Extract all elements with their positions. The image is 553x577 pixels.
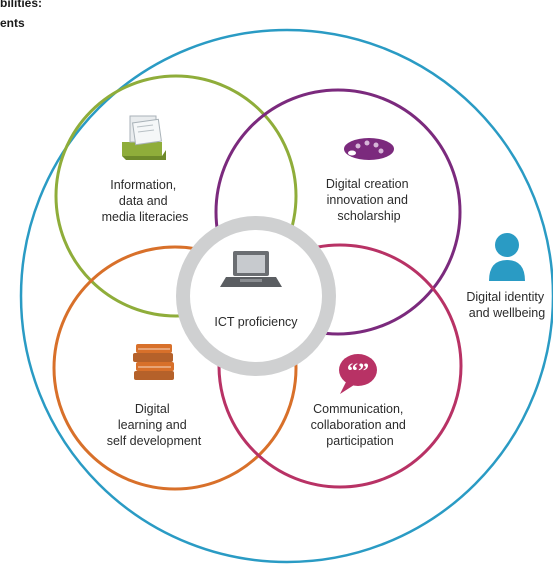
identity-label-line-2: and wellbeing bbox=[469, 306, 545, 320]
palette-icon bbox=[344, 138, 394, 160]
information-label-line-2: data and bbox=[119, 194, 168, 208]
information-label-line-1: Information, bbox=[110, 178, 176, 192]
communication-label-line-1: Communication, bbox=[313, 402, 403, 416]
communication-label-line-3: participation bbox=[326, 434, 393, 448]
center-disc bbox=[190, 230, 322, 362]
circle-learning bbox=[52, 245, 298, 491]
person-icon bbox=[489, 233, 525, 281]
laptop-icon bbox=[220, 251, 282, 287]
identity-label-line-1: Digital identity bbox=[466, 290, 545, 304]
heading-line-2: ents bbox=[0, 16, 25, 30]
outer-circle bbox=[19, 28, 553, 564]
information-label-line-3: media literacies bbox=[102, 210, 189, 224]
creation-label-line-3: scholarship bbox=[337, 209, 400, 223]
creation-label-line-1: Digital creation bbox=[326, 177, 409, 191]
communication-label: Communication, collaboration and partici… bbox=[311, 402, 410, 448]
center-label: ICT proficiency bbox=[214, 315, 298, 329]
learning-label-line-3: self development bbox=[107, 434, 202, 448]
card-index-icon bbox=[122, 115, 166, 160]
information-label: Information, data and media literacies bbox=[102, 178, 189, 224]
learning-label: Digital learning and self development bbox=[107, 402, 202, 448]
creation-label-line-2: innovation and bbox=[327, 193, 408, 207]
creation-label: Digital creation innovation and scholars… bbox=[326, 177, 412, 223]
speech-bubble-icon: “” bbox=[339, 354, 377, 394]
quote-glyph: “” bbox=[347, 358, 369, 383]
circle-creation bbox=[214, 88, 462, 336]
learning-label-line-1: Digital bbox=[135, 402, 170, 416]
books-icon bbox=[133, 344, 174, 380]
learning-label-line-2: learning and bbox=[118, 418, 187, 432]
communication-label-line-2: collaboration and bbox=[311, 418, 406, 432]
identity-label: Digital identity and wellbeing bbox=[466, 290, 547, 320]
heading-line-1: bilities: bbox=[0, 0, 42, 10]
circle-information bbox=[54, 74, 298, 318]
